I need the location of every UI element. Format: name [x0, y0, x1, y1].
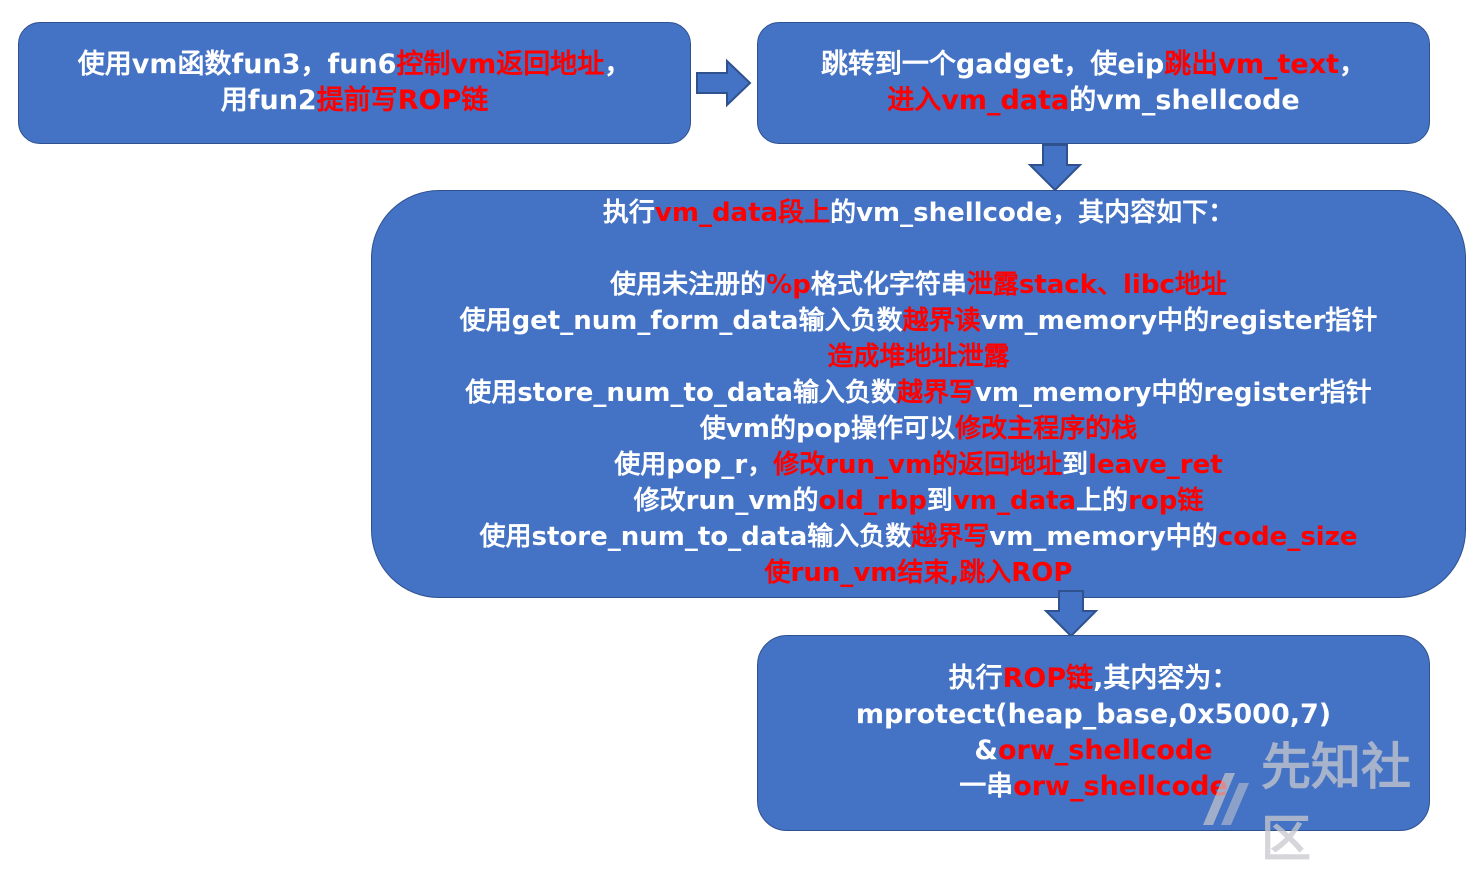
xianzhi-logo-icon: [1203, 773, 1249, 825]
highlight-text: 越界写: [911, 522, 990, 552]
highlight-text: rop链: [1128, 486, 1204, 516]
text-line: 一串orw_shellcode: [959, 769, 1228, 805]
text-segment: 的vm_shellcode，其内容如下：: [830, 198, 1235, 228]
text-segment: ，: [604, 49, 632, 80]
text-line: 使用pop_r，修改run_vm的返回地址到leave_ret: [614, 447, 1222, 483]
highlight-text: 控制vm返回地址: [396, 49, 605, 80]
step-1-box: 使用vm函数fun3，fun6控制vm返回地址，用fun2提前写ROP链: [18, 22, 691, 144]
text-segment: 跳转到一个gadget，使eip: [820, 49, 1165, 80]
text-segment: vm_memory中的: [989, 522, 1218, 552]
text-segment: 使用vm函数fun3，fun6: [77, 49, 397, 80]
text-line: 执行ROP链,其内容为：: [949, 661, 1239, 697]
text-segment: 上的: [1076, 486, 1129, 516]
text-segment: 执行: [948, 663, 1003, 694]
highlight-text: 修改run_vm的返回地址: [773, 450, 1063, 480]
text-line: mprotect(heap_base,0x5000,7): [856, 697, 1331, 733]
text-line: 修改run_vm的old_rbp到vm_data上的rop链: [634, 483, 1204, 519]
arrow-down-icon: [1027, 144, 1083, 192]
highlight-text: code_size: [1217, 522, 1358, 552]
text-segment: ,其内容为：: [1093, 663, 1239, 694]
arrow-right-icon: [696, 58, 752, 108]
text-segment: 使用未注册的: [610, 270, 767, 300]
text-line: &orw_shellcode: [974, 733, 1212, 769]
text-segment: 一串: [959, 771, 1014, 802]
text-segment: 使用pop_r，: [614, 450, 774, 480]
highlight-text: 越界写: [896, 378, 975, 408]
highlight-text: leave_ret: [1088, 450, 1223, 480]
text-line: 使用store_num_to_data输入负数越界写vm_memory中的cod…: [480, 519, 1358, 555]
text-line: 使用未注册的%p格式化字符串泄露stack、libc地址: [610, 267, 1227, 303]
text-segment: 到: [926, 486, 953, 516]
text-segment: ，: [1339, 49, 1367, 80]
highlight-text: vm_data段上: [654, 198, 831, 228]
text-segment: &: [974, 735, 998, 766]
text-segment: 执行: [602, 198, 655, 228]
highlight-text: 提前写ROP链: [316, 85, 489, 116]
watermark: 先知社区: [1195, 738, 1455, 868]
highlight-text: 进入vm_data: [887, 85, 1070, 116]
text-line: 使vm的pop操作可以修改主程序的栈: [700, 411, 1137, 447]
highlight-text: 泄露stack、libc地址: [966, 270, 1227, 300]
highlight-text: orw_shellcode: [997, 735, 1213, 766]
text-segment: 使用get_num_form_data输入负数: [459, 306, 903, 336]
step-4-box: 执行ROP链,其内容为：mprotect(heap_base,0x5000,7)…: [757, 635, 1430, 831]
highlight-text: orw_shellcode: [1013, 771, 1228, 802]
text-segment: 格式化字符串: [810, 270, 967, 300]
text-segment: 使用store_num_to_data输入负数: [479, 522, 912, 552]
text-segment: 修改run_vm的: [633, 486, 819, 516]
text-line: 使用vm函数fun3，fun6控制vm返回地址，: [78, 47, 631, 83]
watermark-text: 先知社区: [1261, 738, 1411, 868]
text-segment: 使vm的pop操作可以: [699, 414, 956, 444]
text-line: 进入vm_data的vm_shellcode: [887, 83, 1299, 119]
text-line: 造成堆地址泄露: [827, 339, 1009, 375]
text-segment: 到: [1062, 450, 1089, 480]
highlight-text: %p: [766, 270, 811, 300]
text-line: 用fun2提前写ROP链: [221, 83, 489, 119]
step-3-box: 执行vm_data段上的vm_shellcode，其内容如下： 使用未注册的%p格…: [371, 190, 1466, 598]
highlight-text: 使run_vm结束,跳入ROP: [764, 558, 1073, 588]
text-segment: 用fun2: [220, 85, 317, 116]
text-line: 跳转到一个gadget，使eip跳出vm_text，: [821, 47, 1366, 83]
highlight-text: 越界读: [902, 306, 981, 336]
step-2-box: 跳转到一个gadget，使eip跳出vm_text，进入vm_data的vm_s…: [757, 22, 1430, 144]
text-line: 执行vm_data段上的vm_shellcode，其内容如下：: [603, 195, 1234, 231]
highlight-text: ROP链: [1002, 663, 1094, 694]
highlight-text: vm_data: [952, 486, 1077, 516]
text-segment: vm_memory中的register指针: [980, 306, 1378, 336]
text-segment: vm_memory中的register指针: [974, 378, 1372, 408]
text-segment: 的vm_shellcode: [1069, 85, 1300, 116]
text-line: 使用store_num_to_data输入负数越界写vm_memory中的reg…: [465, 375, 1372, 411]
highlight-text: 造成堆地址泄露: [827, 342, 1010, 372]
text-line: 使run_vm结束,跳入ROP: [765, 555, 1073, 591]
text-line: 使用get_num_form_data输入负数越界读vm_memory中的reg…: [460, 303, 1378, 339]
text-segment: 使用store_num_to_data输入负数: [465, 378, 897, 408]
highlight-text: 跳出vm_text: [1164, 49, 1340, 80]
text-segment: mprotect(heap_base,0x5000,7): [855, 699, 1332, 730]
arrow-down-icon: [1043, 590, 1099, 638]
highlight-text: 修改主程序的栈: [955, 414, 1138, 444]
highlight-text: old_rbp: [818, 486, 927, 516]
